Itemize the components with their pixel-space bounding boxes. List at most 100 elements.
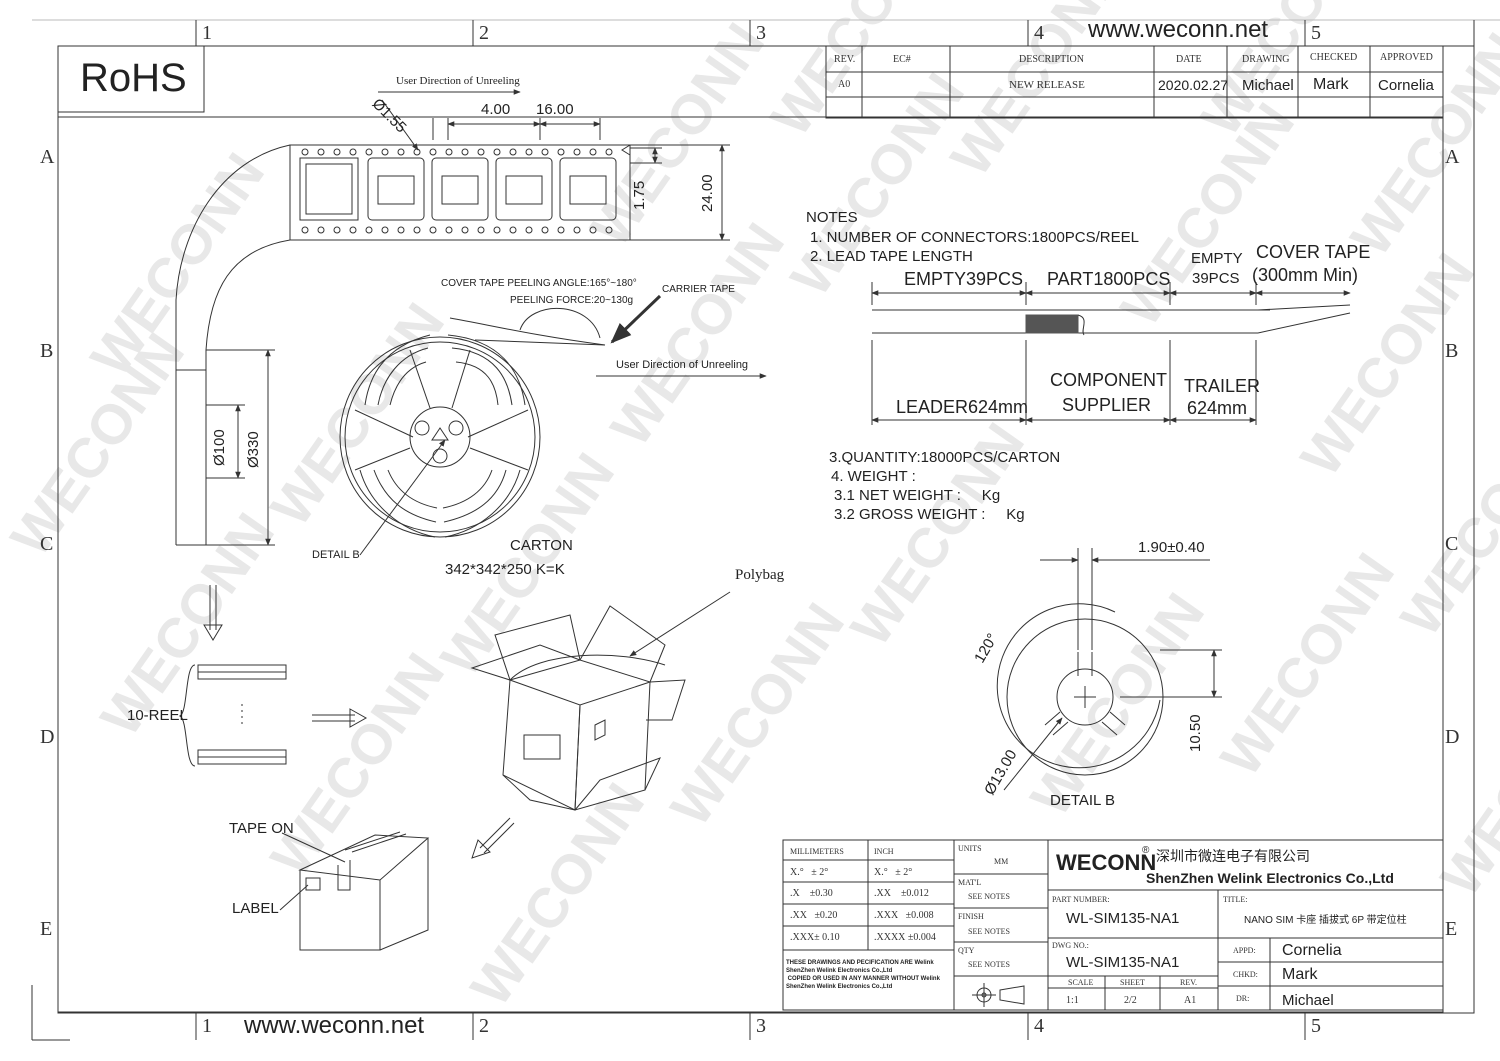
rev-header-checked: CHECKED [1310, 52, 1358, 63]
sprocket-hole [525, 148, 533, 156]
tb-tol-in-1: .XX ±0.012 [874, 888, 929, 899]
tb-scale-label: SCALE [1068, 978, 1094, 987]
sprocket-hole [381, 148, 389, 156]
watermark-text: WECONN [458, 772, 656, 1017]
sprocket-hole [429, 148, 437, 156]
company-logo: WECONN [1056, 850, 1157, 875]
lead-cover-min: (300mm Min) [1252, 265, 1359, 285]
watermark-text: WECONN [1208, 542, 1406, 787]
sprocket-hole [477, 148, 485, 156]
sprocket-hole [509, 226, 517, 234]
sprocket-hole [349, 226, 357, 234]
watermark-text: WECONN [1388, 402, 1500, 647]
note-2: 2. LEAD TAPE LENGTH [810, 248, 973, 265]
registered-mark-icon: ® [1142, 845, 1150, 856]
website-link-bottom[interactable]: www.weconn.net [244, 1012, 425, 1039]
tape-on-label: TAPE ON [229, 820, 294, 837]
zone-row-e: E [40, 918, 53, 940]
lead-tape-diagram [871, 282, 1351, 425]
sprocket-hole [541, 226, 549, 234]
peel-force-label: PEELING FORCE:20~130g [510, 295, 634, 306]
tape-pitch-a: 4.00 [481, 101, 511, 118]
sprocket-hole [317, 148, 325, 156]
lead-empty-2b: 39PCS [1192, 270, 1240, 287]
tb-finish-value: SEE NOTES [968, 927, 1010, 936]
lead-cover-tape: COVER TAPE [1256, 242, 1371, 262]
lead-leader: LEADER624mm [896, 397, 1029, 417]
tb-tol-mm-3: .XXX± 0.10 [790, 932, 840, 943]
zone-row-a-right: A [1445, 146, 1460, 168]
sprocket-hole [333, 226, 341, 234]
rev-value-drawing: Michael [1242, 77, 1294, 94]
zone-col-1: 1 [202, 22, 212, 44]
tb-tol-in-3: .XXXX ±0.004 [874, 932, 936, 943]
reel-direction-label: User Direction of Unreeling [616, 359, 749, 371]
carton-label: CARTON [510, 537, 573, 554]
note-4-1: 3.1 NET WEIGHT : Kg [834, 487, 1001, 504]
tb-tol-mm-0: X.° ± 2° [790, 867, 829, 878]
company-cn-name: 深圳市微连电子有限公司 [1156, 848, 1310, 864]
lead-part: PART1800PCS [1047, 269, 1171, 289]
tb-finish-label: FINISH [958, 912, 984, 921]
inner-frame [57, 116, 1444, 1013]
note-4: 4. WEIGHT : [831, 468, 916, 485]
polybag-label: Polybag [735, 567, 785, 583]
detail-b-title: DETAIL B [1050, 792, 1116, 809]
note-1: 1. NUMBER OF CONNECTORS:1800PCS/REEL [810, 229, 1139, 246]
sprocket-hole [397, 226, 405, 234]
tape-edge-dim: 1.75 [631, 180, 648, 210]
tape-pockets [299, 157, 617, 221]
closed-carton [279, 831, 430, 951]
lead-supplier: SUPPLIER [1062, 395, 1152, 415]
detail-b-slot-dim: 1.90±0.40 [1138, 539, 1205, 556]
sprocket-hole [429, 226, 437, 234]
zone-row-b-right: B [1445, 340, 1459, 362]
sprocket-hole [365, 148, 373, 156]
tb-chkd: Mark [1282, 966, 1318, 983]
tb-qty-label: QTY [958, 946, 975, 955]
rev-value-checked: Mark [1313, 76, 1349, 93]
tb-matl-value: SEE NOTES [968, 892, 1010, 901]
reel-dimension-lines [206, 349, 275, 546]
rev-header-description: DESCRIPTION [1019, 54, 1085, 65]
sprocket-hole [301, 226, 309, 234]
watermark-text: WECONN [1018, 582, 1216, 827]
sprocket-hole [477, 226, 485, 234]
rev-value-description: NEW RELEASE [1009, 79, 1085, 91]
watermark-text: WECONN [1428, 662, 1500, 907]
rohs-label: RoHS [80, 56, 187, 100]
tb-part-no-label: PART NUMBER: [1052, 895, 1110, 904]
sprocket-hole [589, 226, 597, 234]
rev-header-approved: APPROVED [1380, 52, 1433, 63]
zone-col-4: 4 [1034, 22, 1044, 44]
sprocket-hole [573, 148, 581, 156]
sprocket-hole [509, 148, 517, 156]
watermark-text: WECONN [658, 592, 856, 837]
sprocket-hole [589, 148, 597, 156]
zone-col-2: 2 [479, 22, 489, 44]
sprocket-hole [397, 148, 405, 156]
zone-row-a: A [40, 146, 55, 168]
watermark: WECONNWECONNWECONNWECONNWECONNWECONNWECO… [0, 0, 1500, 1017]
tape-pitch-b: 16.00 [536, 101, 574, 118]
rev-header-date: DATE [1176, 54, 1202, 65]
carrier-tape-label: CARRIER TAPE [662, 284, 735, 295]
reel-count-label: 10-REEL [127, 707, 188, 724]
zone-col-1-bottom: 1 [202, 1015, 212, 1037]
lead-empty-2a: EMPTY [1191, 250, 1243, 267]
rev-value-date: 2020.02.27 [1158, 77, 1229, 93]
tape-dimension-lines [378, 89, 730, 241]
carton-dimensions: 342*342*250 K=K [445, 561, 565, 578]
tb-dr: Michael [1282, 992, 1334, 1009]
lead-empty-1: EMPTY39PCS [904, 269, 1024, 289]
sprocket-hole [333, 148, 341, 156]
tb-tol-in-0: X.° ± 2° [874, 867, 913, 878]
sprocket-hole [349, 148, 357, 156]
sprocket-hole [557, 148, 565, 156]
sprocket-hole [413, 148, 421, 156]
zone-row-d: D [40, 726, 55, 748]
website-link-top[interactable]: www.weconn.net [1088, 16, 1269, 43]
tb-title-label: TITLE: [1223, 895, 1248, 904]
sprocket-hole [445, 226, 453, 234]
